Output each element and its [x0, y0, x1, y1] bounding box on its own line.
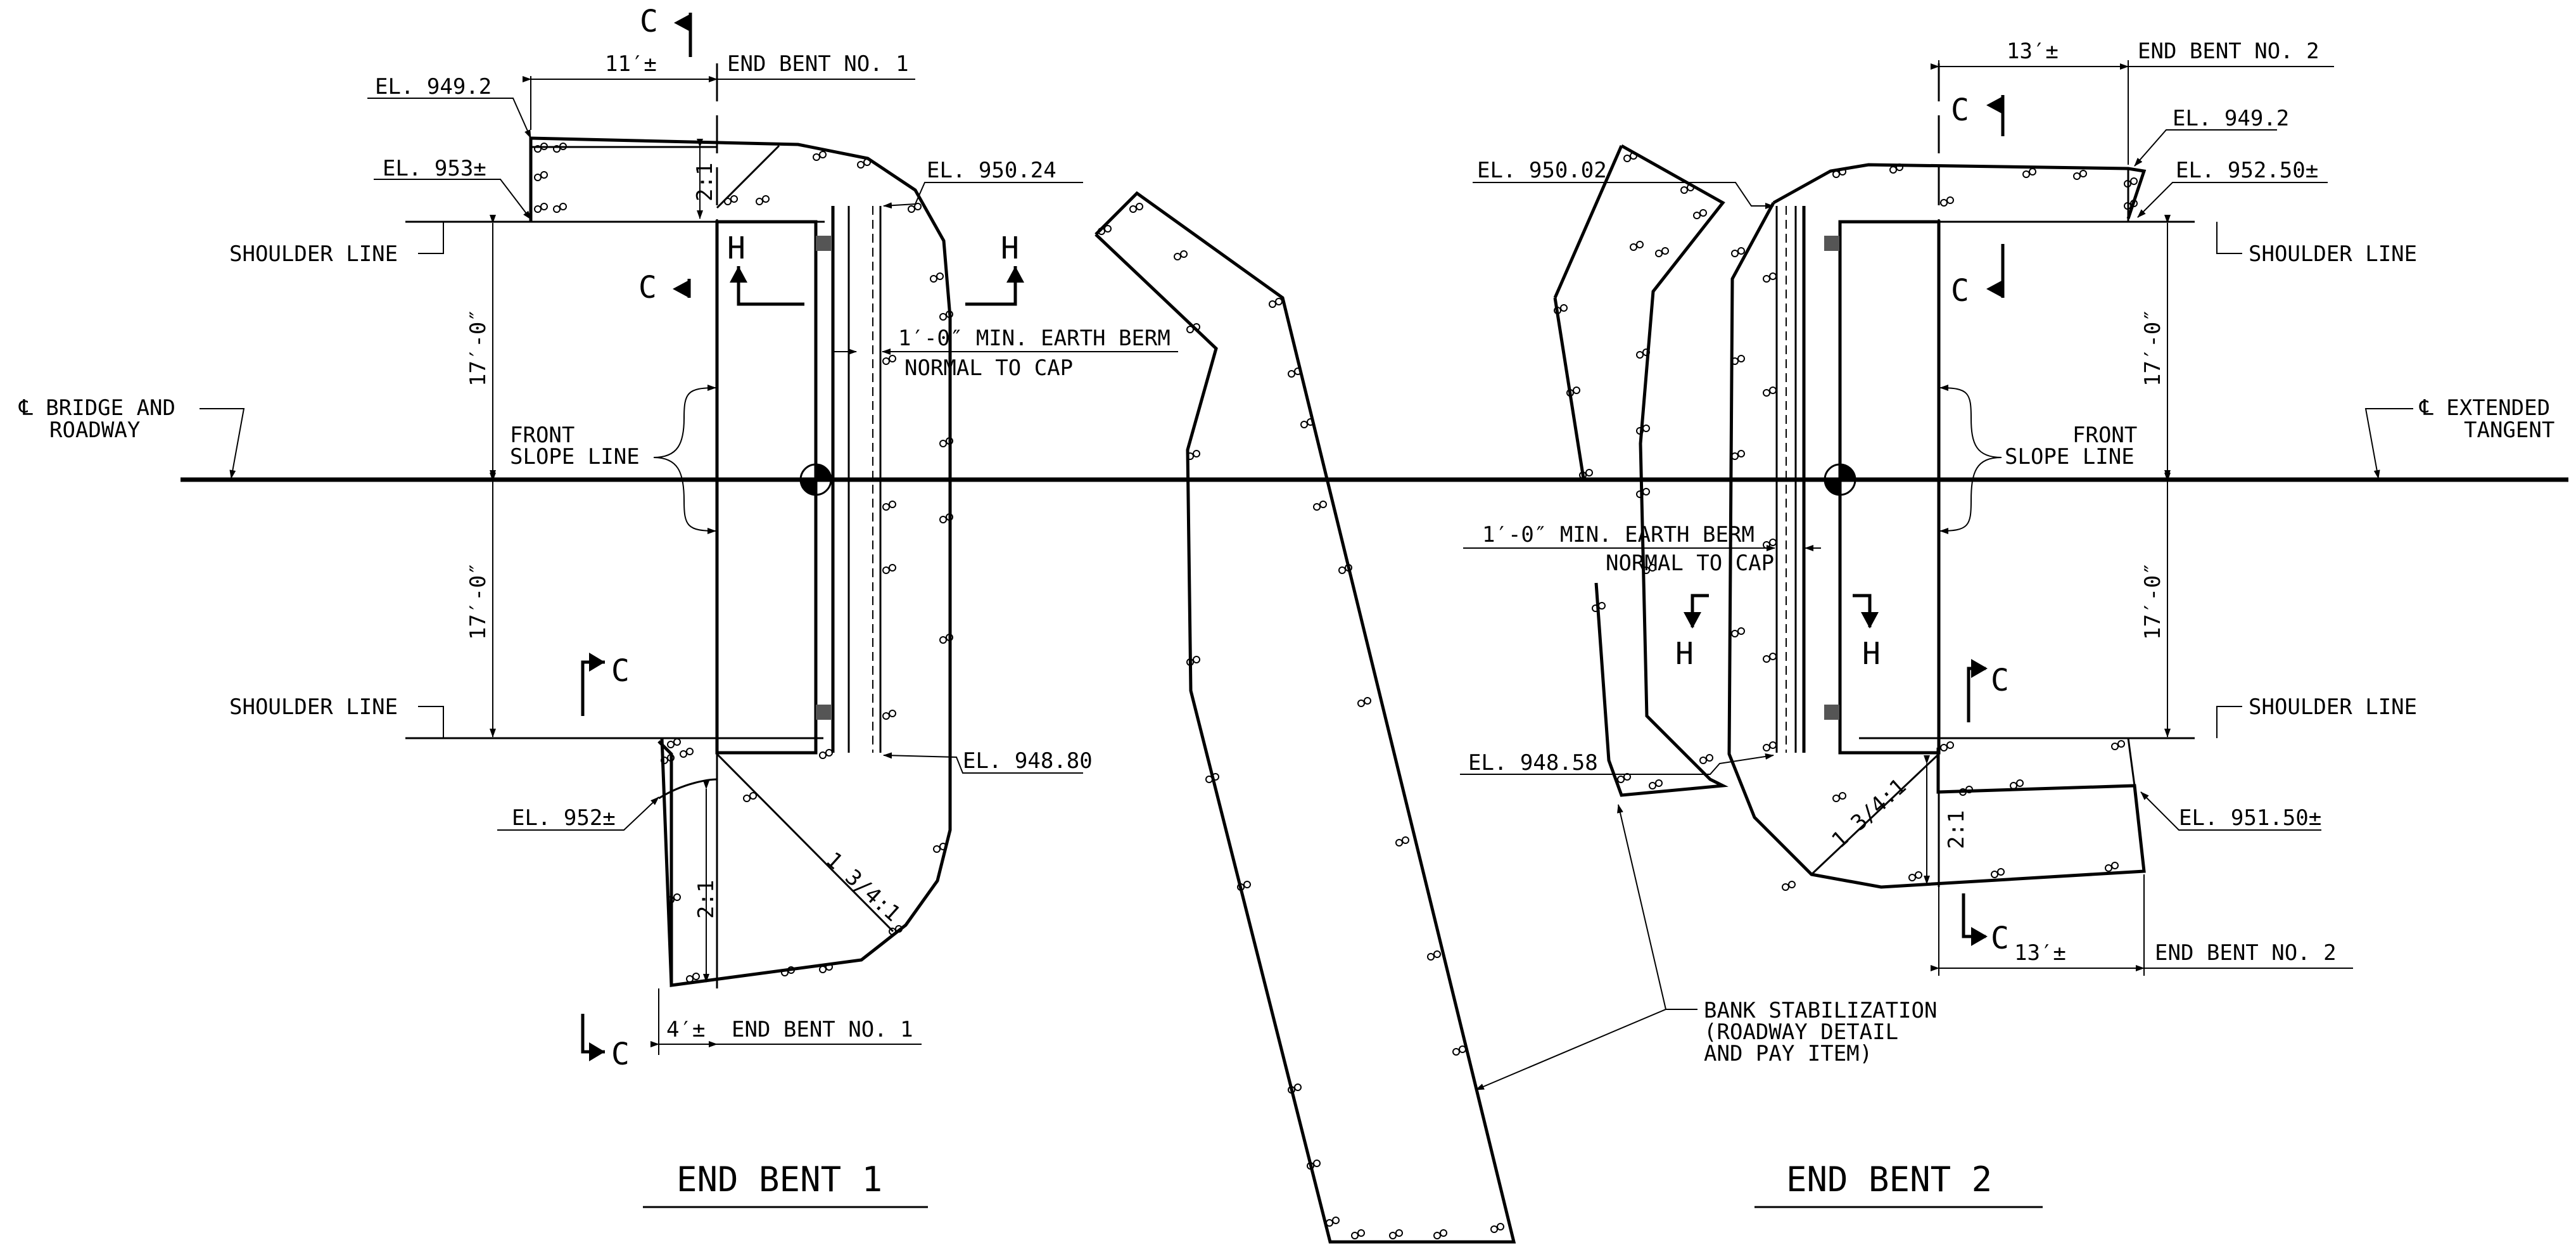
end-bent-1-el-948-80: EL. 948.80: [963, 748, 1093, 774]
end-bent-2-berm-1: 1′-0″ MIN. EARTH BERM: [1482, 522, 1754, 547]
end-bent-1-slope-bottom: 2:1: [694, 880, 719, 919]
svg-text:C: C: [1991, 921, 2009, 956]
svg-text:C: C: [640, 4, 658, 39]
end-bent-1-slope-top: 2:1: [692, 163, 718, 201]
section-marks-bent-2: C C H H C C: [1675, 93, 2009, 956]
end-bent-1-el-950-24: EL. 950.24: [927, 158, 1056, 183]
end-bent-1-title: END BENT 1: [676, 1160, 882, 1199]
end-bent-1-plan: 11′± END BENT NO. 1 2:1 EL. 949.2 EL. 95…: [18, 51, 1178, 1208]
bank-stabilization-line-1: BANK STABILIZATION: [1704, 998, 1937, 1023]
end-bent-2-title: END BENT 2: [1786, 1160, 1992, 1199]
end-bent-1-el-953: EL. 953±: [383, 156, 486, 181]
end-bent-2-el-951-50: EL. 951.50±: [2179, 805, 2321, 831]
svg-text:H: H: [1862, 636, 1881, 672]
end-bent-1-el-949-2: EL. 949.2: [375, 74, 492, 99]
svg-text:H: H: [1675, 636, 1694, 672]
end-bent-1-bottom-width-dim: 4′±: [666, 1017, 705, 1042]
end-bent-1-berm-1: 1′-0″ MIN. EARTH BERM: [898, 326, 1171, 351]
end-bent-1-front-slope-2: SLOPE LINE: [510, 444, 640, 470]
end-bent-2-el-948-58: EL. 948.58: [1468, 750, 1598, 776]
end-bent-1-shoulder-top: SHOULDER LINE: [229, 241, 398, 267]
end-bent-2-el-950-02: EL. 950.02: [1477, 158, 1607, 183]
svg-text:C: C: [1951, 273, 1969, 309]
end-bent-1-top-label: END BENT NO. 1: [727, 51, 909, 77]
end-bent-2-top-width-dim: 13′±: [2007, 39, 2059, 64]
channel-bank-stabilization: BANK STABILIZATION (ROADWAY DETAIL AND P…: [1094, 191, 1937, 1244]
svg-text:H: H: [1001, 231, 1019, 266]
svg-text:C: C: [611, 653, 630, 689]
end-bent-2-shoulder-bottom: SHOULDER LINE: [2249, 694, 2417, 720]
end-bent-2-front-slope-1: FRONT: [2072, 423, 2137, 448]
end-bent-2-slope-vert: 2:1: [1944, 810, 1969, 849]
end-bent-2-shoulder-top: SHOULDER LINE: [2249, 241, 2417, 267]
end-bent-1-berm-2: NORMAL TO CAP: [904, 355, 1073, 381]
end-bent-2-lower-dim: 17′-0″: [2140, 562, 2166, 640]
bridge-roadway-label-2: ROADWAY: [49, 418, 140, 443]
extended-tangent-label-2: TANGENT: [2464, 418, 2554, 443]
svg-text:C: C: [638, 270, 657, 305]
end-bent-2-upper-dim: 17′-0″: [2140, 309, 2166, 387]
svg-text:C: C: [1991, 663, 2009, 698]
svg-text:C: C: [611, 1037, 630, 1072]
end-bent-2-top-label: END BENT NO. 2: [2138, 39, 2319, 64]
end-bent-2-front-slope-2: SLOPE LINE: [2005, 444, 2135, 470]
svg-text:H: H: [727, 231, 746, 266]
end-bent-2-bottom-label: END BENT NO. 2: [2155, 940, 2337, 966]
end-bent-2-berm-2: NORMAL TO CAP: [1606, 551, 1774, 576]
bridge-roadway-label-1: ℄ BRIDGE AND: [18, 395, 175, 421]
bank-stabilization-line-2: (ROADWAY DETAIL: [1704, 1019, 1898, 1045]
end-bent-1-lower-dim: 17′-0″: [466, 562, 491, 640]
end-bent-1-bottom-label: END BENT NO. 1: [732, 1017, 913, 1042]
end-bent-1-slope-diag: 1 3/4:1: [821, 847, 905, 927]
end-bent-1-upper-dim: 17′-0″: [466, 309, 491, 387]
end-bent-1-front-slope-1: FRONT: [510, 423, 574, 448]
end-bent-1-shoulder-bottom: SHOULDER LINE: [229, 694, 398, 720]
end-bent-2-bottom-width-dim: 13′±: [2014, 940, 2066, 966]
end-bent-1-el-952: EL. 952±: [512, 805, 616, 831]
end-bent-2-el-952-50: EL. 952.50±: [2176, 158, 2318, 183]
end-bent-1-top-width-dim: 11′±: [605, 51, 657, 77]
svg-text:C: C: [1951, 93, 1969, 128]
end-bent-2-slope-diag: 1 3/4:1: [1827, 774, 1911, 853]
end-bent-2-plan: 13′± END BENT NO. 2 EL. 949.2 EL. 952.50…: [1460, 39, 2554, 1208]
bank-stabilization-line-3: AND PAY ITEM): [1704, 1041, 1872, 1066]
section-marks-bent-1: C C H H C C: [581, 4, 1024, 1072]
end-bent-2-el-949-2: EL. 949.2: [2173, 106, 2289, 131]
extended-tangent-label-1: ℄ EXTENDED: [2419, 395, 2550, 421]
